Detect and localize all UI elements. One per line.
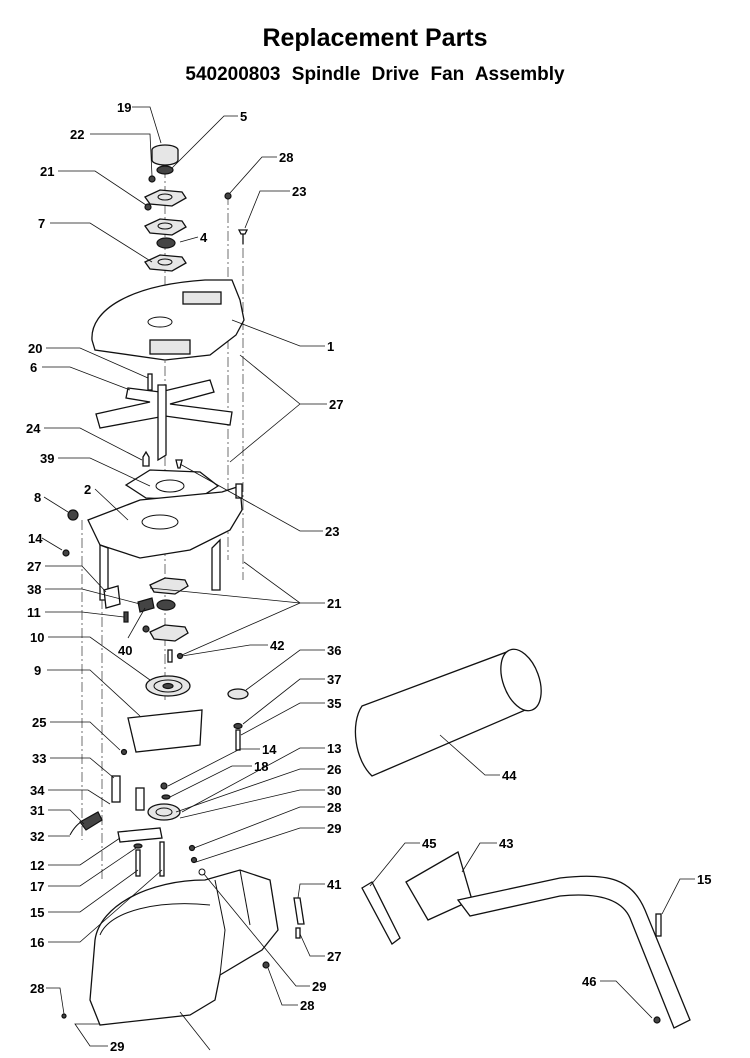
nut-part-46 bbox=[653, 1016, 661, 1024]
callout-labels: 19 22 5 21 28 23 7 4 1 20 6 27 24 39 23 … bbox=[26, 100, 711, 1054]
callout-24: 24 bbox=[26, 421, 41, 436]
callout-41: 41 bbox=[327, 877, 341, 892]
callout-44: 44 bbox=[502, 768, 517, 783]
callout-34: 34 bbox=[30, 783, 45, 798]
callout-14: 14 bbox=[28, 531, 43, 546]
callout-17: 17 bbox=[30, 879, 44, 894]
spacer-parts-36-37-35 bbox=[227, 688, 249, 751]
part-42 bbox=[176, 652, 184, 660]
part-8 bbox=[67, 509, 79, 521]
callout-31: 31 bbox=[30, 803, 44, 818]
callout-12: 12 bbox=[30, 858, 44, 873]
spring-part-31 bbox=[69, 811, 103, 836]
callout-4: 4 bbox=[200, 230, 208, 245]
callout-26: 26 bbox=[327, 762, 341, 777]
callout-43: 43 bbox=[499, 836, 513, 851]
small-hardware-28-29 bbox=[61, 844, 270, 1019]
assembly-subtitle: 540200803 Spindle Drive Fan Assembly bbox=[185, 64, 565, 85]
callout-38: 38 bbox=[27, 582, 41, 597]
bearing-cap-part-19 bbox=[151, 144, 179, 166]
callout-5: 5 bbox=[240, 109, 247, 124]
callout-22: 22 bbox=[70, 127, 84, 142]
callout-28d: 28 bbox=[30, 981, 44, 996]
discharge-chute bbox=[89, 869, 279, 1026]
mounting-plate-part-39 bbox=[124, 450, 220, 501]
callout-28: 28 bbox=[279, 150, 293, 165]
callout-11: 11 bbox=[27, 605, 41, 620]
lower-housing-part-2 bbox=[87, 483, 243, 601]
callout-23: 23 bbox=[292, 184, 306, 199]
callout-23b: 23 bbox=[325, 524, 339, 539]
callout-1: 1 bbox=[327, 339, 334, 354]
callout-36: 36 bbox=[327, 643, 341, 658]
callout-27: 27 bbox=[329, 397, 343, 412]
idler-arm-part-12 bbox=[117, 827, 165, 877]
callout-45: 45 bbox=[422, 836, 436, 851]
bracket-part-41 bbox=[293, 897, 305, 939]
page-title: Replacement Parts bbox=[262, 24, 488, 52]
hose-part-44 bbox=[354, 648, 542, 777]
callout-28b: 28 bbox=[327, 800, 341, 815]
callout-21: 21 bbox=[40, 164, 54, 179]
callout-6: 6 bbox=[30, 360, 37, 375]
callout-42: 42 bbox=[270, 638, 284, 653]
nut-part-14 bbox=[62, 549, 70, 557]
nut-part-22 bbox=[148, 175, 156, 183]
callout-8: 8 bbox=[34, 490, 41, 505]
callout-29: 29 bbox=[327, 821, 341, 836]
lower-bearing-flanges bbox=[142, 577, 189, 663]
nut-part-28 bbox=[224, 192, 232, 200]
callout-18: 18 bbox=[254, 759, 268, 774]
callout-14b: 14 bbox=[262, 742, 277, 757]
pulley-part-10 bbox=[145, 675, 191, 697]
callout-21b: 21 bbox=[327, 596, 341, 611]
callout-27b: 27 bbox=[27, 559, 41, 574]
callout-32: 32 bbox=[30, 829, 44, 844]
idler-assembly bbox=[111, 775, 181, 821]
callout-29c: 29 bbox=[110, 1039, 124, 1054]
idler-bracket-parts bbox=[103, 585, 155, 623]
callout-33: 33 bbox=[32, 751, 46, 766]
callout-30: 30 bbox=[327, 783, 341, 798]
callout-40: 40 bbox=[118, 643, 132, 658]
callout-13: 13 bbox=[327, 741, 341, 756]
leader-lines bbox=[41, 106, 695, 1051]
handle-tube-part-43 bbox=[405, 851, 691, 1029]
callout-2: 2 bbox=[84, 482, 91, 497]
bearing-flanges bbox=[144, 189, 187, 272]
belt-guard-part-9 bbox=[127, 709, 203, 753]
callout-35: 35 bbox=[327, 696, 341, 711]
callout-27c: 27 bbox=[327, 949, 341, 964]
nut-part-25 bbox=[120, 748, 128, 756]
callout-9: 9 bbox=[34, 663, 41, 678]
housing-plate-part-1 bbox=[91, 279, 245, 361]
bolt-part-15 bbox=[655, 913, 662, 937]
callout-10: 10 bbox=[30, 630, 44, 645]
callout-15: 15 bbox=[30, 905, 44, 920]
callout-25: 25 bbox=[32, 715, 46, 730]
callout-46: 46 bbox=[582, 974, 596, 989]
callout-28c: 28 bbox=[300, 998, 314, 1013]
callout-29b: 29 bbox=[312, 979, 326, 994]
fan-blade-part-6 bbox=[95, 373, 233, 462]
callout-15b: 15 bbox=[697, 872, 711, 887]
bolt-part-23 bbox=[237, 229, 249, 244]
bearing-part-5 bbox=[156, 165, 174, 175]
callout-20: 20 bbox=[28, 341, 42, 356]
callout-7: 7 bbox=[38, 216, 45, 231]
callout-19: 19 bbox=[117, 100, 131, 115]
callout-16: 16 bbox=[30, 935, 44, 950]
callout-39: 39 bbox=[40, 451, 54, 466]
callout-37: 37 bbox=[327, 672, 341, 687]
part-45 bbox=[361, 881, 401, 945]
